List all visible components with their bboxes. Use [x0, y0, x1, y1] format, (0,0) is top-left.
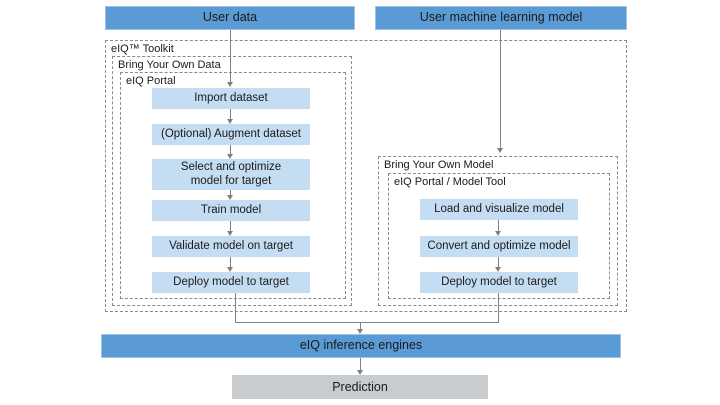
arrowhead-load-to-convert	[495, 231, 501, 236]
group-eiq-portal-model-tool: eIQ Portal / Model Tool	[388, 173, 610, 299]
arrowhead-inference-to-prediction	[357, 370, 363, 375]
input-bar-user-data-label: User data	[202, 10, 258, 25]
connector-merge-left-stem	[235, 293, 236, 322]
connector-convert-to-deploy	[498, 257, 499, 267]
arrowhead-merge-to-inference	[357, 329, 363, 334]
group-eiq-toolkit-label: eIQ™ Toolkit	[111, 43, 174, 55]
process-box-deploy-model-data-flow: Deploy model to target	[152, 272, 310, 293]
output-box-prediction-label: Prediction	[332, 379, 388, 394]
connector-inference-to-prediction	[360, 358, 361, 370]
process-box-validate-model: Validate model on target	[152, 236, 310, 257]
output-box-prediction: Prediction	[232, 375, 488, 399]
input-bar-user-data: User data	[105, 6, 355, 30]
process-box-import-dataset: Import dataset	[152, 88, 310, 109]
process-box-train-model: Train model	[152, 200, 310, 221]
arrowhead-train-to-validate	[227, 231, 233, 236]
arrowhead-validate-to-deploy	[227, 267, 233, 272]
process-box-validate-model-label: Validate model on target	[169, 239, 293, 252]
input-bar-user-model-label: User machine learning model	[419, 10, 583, 25]
arrowhead-user-model-to-byom	[497, 148, 503, 153]
connector-import-to-augment	[230, 109, 231, 119]
group-bring-your-own-data: Bring Your Own Data	[112, 56, 352, 306]
process-box-select-optimize-model: Select and optimize model for target	[152, 159, 310, 190]
process-box-train-model-label: Train model	[200, 203, 262, 216]
connector-validate-to-deploy	[230, 257, 231, 267]
group-eiq-portal-model-tool-label: eIQ Portal / Model Tool	[394, 176, 506, 188]
connector-load-to-convert	[498, 220, 499, 231]
process-box-import-dataset-label: Import dataset	[194, 91, 268, 104]
connector-merge-right-stem	[498, 293, 499, 322]
connector-select-to-train	[230, 190, 231, 195]
process-box-deploy-model-model-flow: Deploy model to target	[420, 272, 578, 293]
group-eiq-toolkit: eIQ™ Toolkit	[105, 40, 627, 312]
process-box-augment-dataset-label: (Optional) Augment dataset	[161, 127, 301, 140]
arrowhead-augment-to-select	[227, 154, 233, 159]
arrowhead-import-to-augment	[227, 119, 233, 124]
input-bar-user-model: User machine learning model	[375, 6, 627, 30]
process-box-select-optimize-model-label: Select and optimize model for target	[180, 160, 282, 187]
connector-augment-to-select	[230, 145, 231, 154]
arrowhead-user-data-to-import	[227, 82, 233, 87]
arrowhead-select-to-train	[227, 195, 233, 200]
output-bar-inference-engines: eIQ inference engines	[101, 334, 621, 358]
connector-merge-crossbar	[235, 322, 499, 323]
group-bring-your-own-model-label: Bring Your Own Model	[384, 159, 494, 171]
process-box-deploy-model-model-flow-label: Deploy model to target	[441, 275, 557, 288]
process-box-load-visualize-model: Load and visualize model	[420, 199, 578, 220]
connector-train-to-validate	[230, 221, 231, 231]
connector-user-model-to-byom	[500, 30, 501, 148]
process-box-deploy-model-data-flow-label: Deploy model to target	[173, 275, 289, 288]
process-box-convert-optimize-model: Convert and optimize model	[420, 236, 578, 257]
group-bring-your-own-data-label: Bring Your Own Data	[118, 59, 221, 71]
connector-user-data-to-import	[230, 30, 231, 82]
group-eiq-portal-label: eIQ Portal	[126, 75, 176, 87]
process-box-load-visualize-model-label: Load and visualize model	[434, 202, 564, 215]
arrowhead-convert-to-deploy	[495, 267, 501, 272]
connector-merge-to-inference	[360, 322, 361, 329]
group-eiq-portal: eIQ Portal	[120, 72, 346, 299]
process-box-augment-dataset: (Optional) Augment dataset	[152, 124, 310, 145]
output-bar-inference-engines-label: eIQ inference engines	[299, 338, 423, 353]
process-box-convert-optimize-model-label: Convert and optimize model	[427, 239, 571, 252]
